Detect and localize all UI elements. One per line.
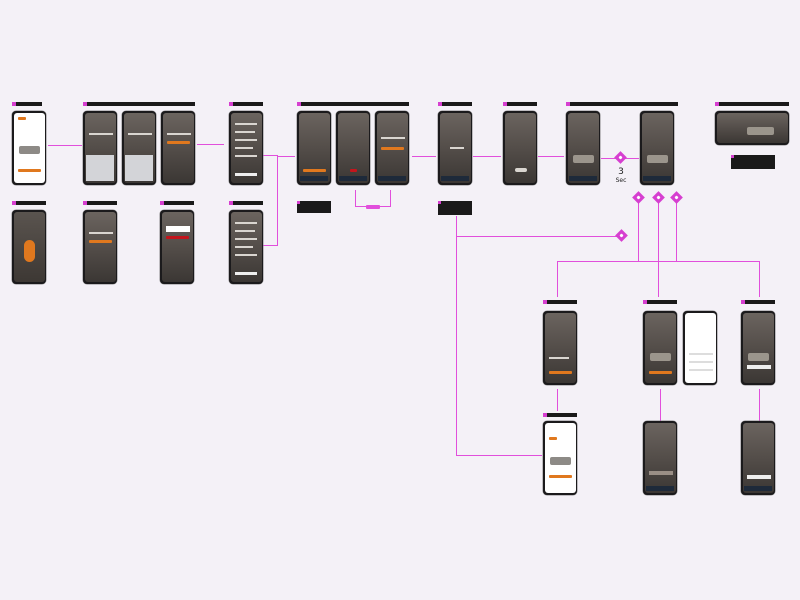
screen-label — [566, 102, 678, 106]
phone-screen — [297, 111, 331, 185]
phone-screen — [683, 311, 717, 385]
screen-label — [503, 102, 537, 106]
phone-screen — [229, 111, 263, 185]
timer-value: 3 — [618, 167, 624, 177]
screen-label — [12, 201, 46, 205]
annotation-note — [731, 155, 775, 169]
phone-screen — [566, 111, 600, 185]
connector — [355, 190, 356, 206]
phone-screen — [83, 111, 117, 185]
phone-screen — [543, 311, 577, 385]
screen-label — [83, 201, 117, 205]
diamond-icon — [632, 191, 645, 204]
connector — [538, 156, 564, 157]
connector — [390, 190, 391, 206]
connector — [263, 245, 278, 246]
screen-label — [297, 102, 409, 106]
phone-screen — [161, 111, 195, 185]
screen-label — [543, 413, 577, 417]
phone-screen — [741, 311, 775, 385]
connector — [557, 389, 558, 411]
phone-screen-landscape — [715, 111, 789, 145]
phone-screen — [160, 210, 194, 284]
screen-label — [12, 102, 42, 106]
connector — [456, 236, 618, 237]
phone-screen — [741, 421, 775, 495]
connector — [456, 216, 457, 456]
phone-screen — [503, 111, 537, 185]
screen-label — [229, 201, 263, 205]
connector — [412, 156, 436, 157]
annotation-note — [297, 201, 331, 213]
diamond-icon — [615, 229, 628, 242]
connector — [759, 389, 760, 421]
phone-screen — [640, 111, 674, 185]
phone-screen — [643, 421, 677, 495]
diamond-icon — [652, 191, 665, 204]
screen-label — [715, 102, 789, 106]
phone-screen — [12, 111, 46, 185]
phone-screen — [336, 111, 370, 185]
connector — [48, 145, 82, 146]
connector — [277, 155, 278, 245]
connector — [759, 261, 760, 297]
phone-screen — [12, 210, 46, 284]
timer-unit: Sec — [615, 177, 627, 184]
connector — [638, 201, 639, 261]
connector-chip — [366, 205, 380, 209]
diamond-icon — [614, 151, 627, 164]
screen-label — [229, 102, 263, 106]
timer: 3 Sec — [612, 168, 630, 184]
screen-label — [741, 300, 775, 304]
phone-screen — [438, 111, 472, 185]
screen-label — [643, 300, 677, 304]
connector — [658, 201, 659, 297]
connector — [456, 455, 542, 456]
connector — [263, 155, 278, 156]
phone-screen — [375, 111, 409, 185]
phone-screen — [229, 210, 263, 284]
connector — [197, 144, 224, 145]
screen-label — [543, 300, 577, 304]
screen-label — [83, 102, 195, 106]
phone-screen — [543, 421, 577, 495]
phone-screen — [122, 111, 156, 185]
phone-screen — [643, 311, 677, 385]
connector — [557, 261, 558, 297]
phone-screen — [83, 210, 117, 284]
screen-label — [438, 102, 472, 106]
connector — [676, 201, 677, 261]
connector — [660, 389, 661, 421]
screen-label — [160, 201, 194, 205]
annotation-note — [438, 201, 472, 215]
diamond-icon — [670, 191, 683, 204]
connector — [473, 156, 501, 157]
connector — [277, 156, 295, 157]
